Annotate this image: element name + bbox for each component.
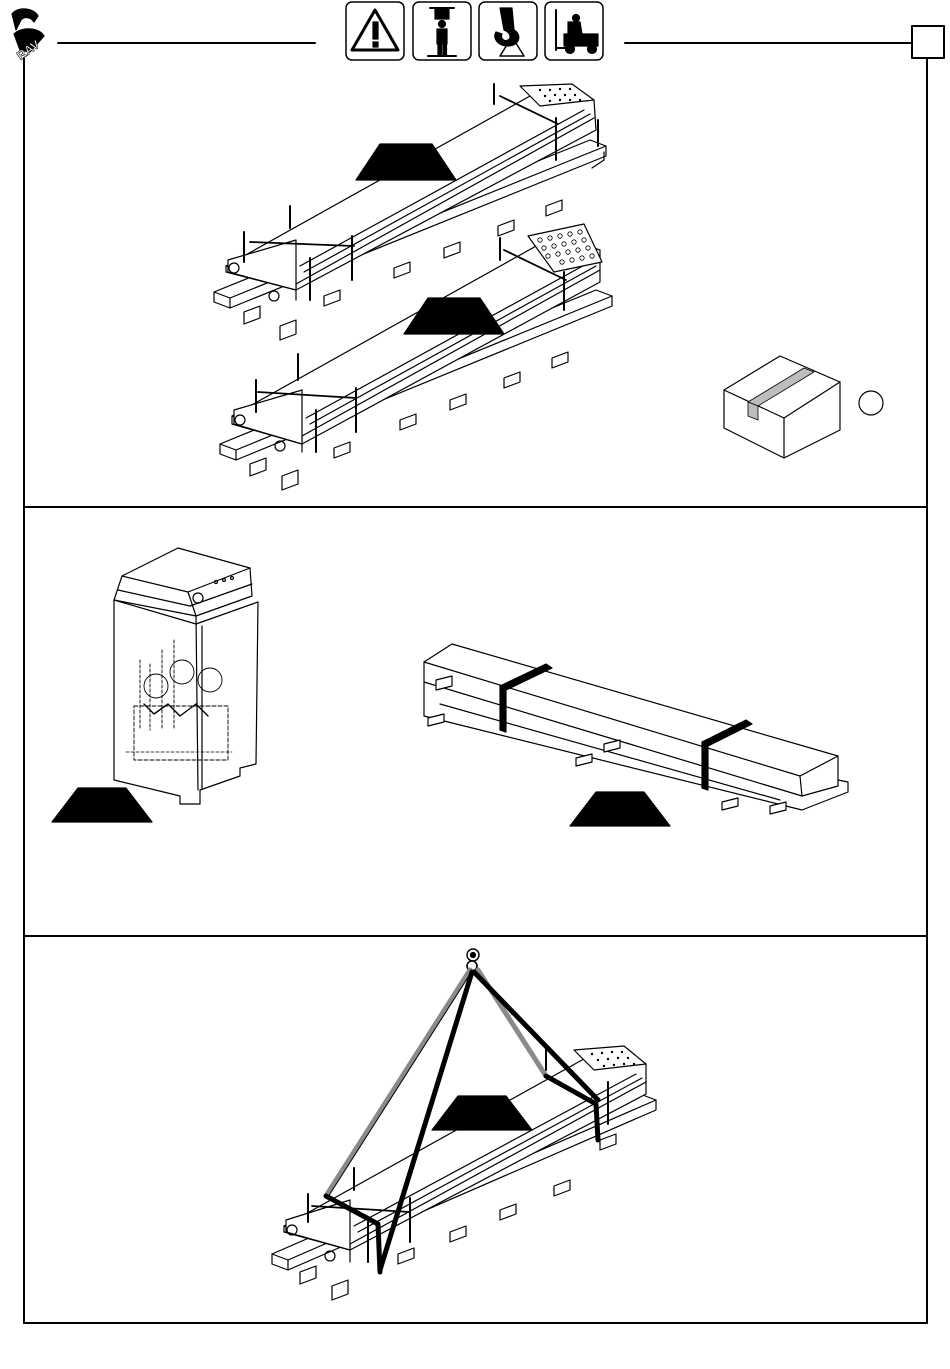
page-corner-box	[912, 26, 944, 58]
item-callout-circle	[859, 391, 883, 415]
crane-hook-icon	[479, 2, 537, 60]
hydraulic-control-unit	[114, 548, 258, 804]
operator-icon	[413, 2, 471, 60]
strapped-crate	[424, 644, 848, 814]
weight-marker-3	[52, 788, 152, 822]
weight-marker-4	[570, 792, 670, 826]
ravaglioli-logo: RAV	[12, 9, 44, 63]
forklift-icon	[545, 2, 603, 60]
warning-icon	[346, 2, 404, 60]
accessory-box	[724, 356, 840, 458]
